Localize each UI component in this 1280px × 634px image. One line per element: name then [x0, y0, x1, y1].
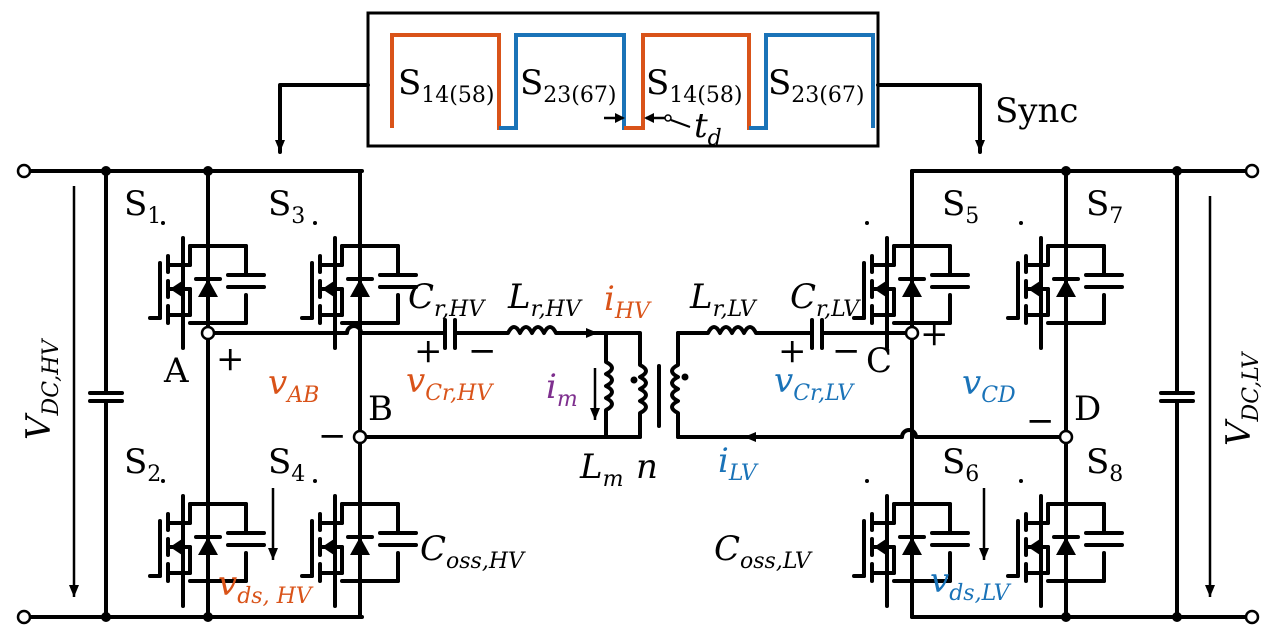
- vcr-lv-minus: −: [832, 331, 861, 371]
- node-a-plus: +: [216, 339, 245, 379]
- lm-label: Lm: [579, 447, 623, 492]
- gate-arrow-lv: [876, 83, 985, 154]
- pulse-label-3: S14(58): [646, 63, 742, 108]
- hv-terminal-pos: [16, 163, 32, 179]
- node-b-minus: −: [318, 416, 347, 456]
- coss-lv-label: Coss,LV: [714, 529, 813, 574]
- hv-terminal-neg: [16, 609, 32, 625]
- vdc-hv-label: VDC,HV: [19, 338, 64, 440]
- deadtime-label: td: [694, 106, 722, 151]
- s4-label: S4: [268, 442, 305, 487]
- node-b: [352, 429, 368, 445]
- sync-label: Sync: [995, 91, 1078, 131]
- s2-label: S2: [124, 442, 161, 487]
- pulse-label-1: S14(58): [398, 63, 494, 108]
- lr-hv-label: Lr,HV: [507, 277, 583, 322]
- s6-label: S6: [942, 442, 979, 487]
- cr-lv-label: Cr,LV: [790, 277, 861, 322]
- vds-hv-label: vds, HV: [218, 564, 314, 609]
- s8-label: S8: [1086, 442, 1123, 487]
- s7-label: S7: [1086, 184, 1123, 229]
- pulse-label-2: S23(67): [520, 63, 616, 108]
- s3-label: S3: [268, 184, 305, 229]
- hv-bridge: VDC,HV S1 S3 S2 S4 vds, HV Coss,HV A + B…: [16, 163, 652, 625]
- node-a: [200, 325, 216, 341]
- pulse-s23-2: [749, 33, 875, 130]
- pulse-label-4: S23(67): [768, 63, 864, 108]
- lv-terminal-pos: [1244, 163, 1260, 179]
- node-c-plus: +: [920, 314, 949, 354]
- lr-lv-inductor: [676, 325, 814, 335]
- vcr-lv-plus: +: [778, 331, 807, 371]
- turns-ratio-label: n: [636, 447, 658, 487]
- node-d-label: D: [1074, 389, 1101, 429]
- vab-label: vAB: [268, 363, 319, 408]
- node-d-minus: −: [1026, 401, 1055, 441]
- node-c-label: C: [866, 341, 892, 381]
- vcr-lv-label: vCr,LV: [774, 361, 855, 406]
- lv-terminal-neg: [1244, 609, 1260, 625]
- i-lv-label: iLV: [718, 441, 759, 486]
- node-c: [904, 325, 920, 341]
- vcr-hv-plus: +: [414, 331, 443, 371]
- vds-lv-label: vds,LV: [930, 561, 1012, 606]
- lv-bridge: Lr,LV Cr,LV + − vCr,LV iLV S5 S7 S6 S8 C…: [676, 163, 1264, 625]
- gate-arrow-hv: [275, 83, 370, 154]
- vdc-lv-label: VDC,LV: [1219, 351, 1264, 446]
- node-b-label: B: [368, 389, 393, 429]
- lr-hv-inductor: [453, 325, 608, 335]
- lm-inductor: [604, 331, 614, 439]
- vcr-hv-label: vCr,HV: [406, 361, 494, 406]
- vcd-label: vCD: [962, 363, 1016, 408]
- im-label: im: [546, 367, 578, 412]
- transformer: n: [604, 331, 689, 487]
- gate-signal-box: S14(58) S23(67) S14(58) S23(67) td: [366, 11, 880, 151]
- s5-label: S5: [942, 184, 979, 229]
- vcr-hv-minus: −: [468, 331, 497, 371]
- cr-hv-label: Cr,HV: [408, 277, 486, 322]
- node-a-label: A: [163, 351, 189, 391]
- s1-label: S1: [124, 184, 161, 229]
- coss-hv-label: Coss,HV: [420, 529, 526, 574]
- i-hv-label: iHV: [604, 279, 652, 324]
- lr-lv-label: Lr,LV: [689, 277, 758, 322]
- node-d: [1058, 429, 1074, 445]
